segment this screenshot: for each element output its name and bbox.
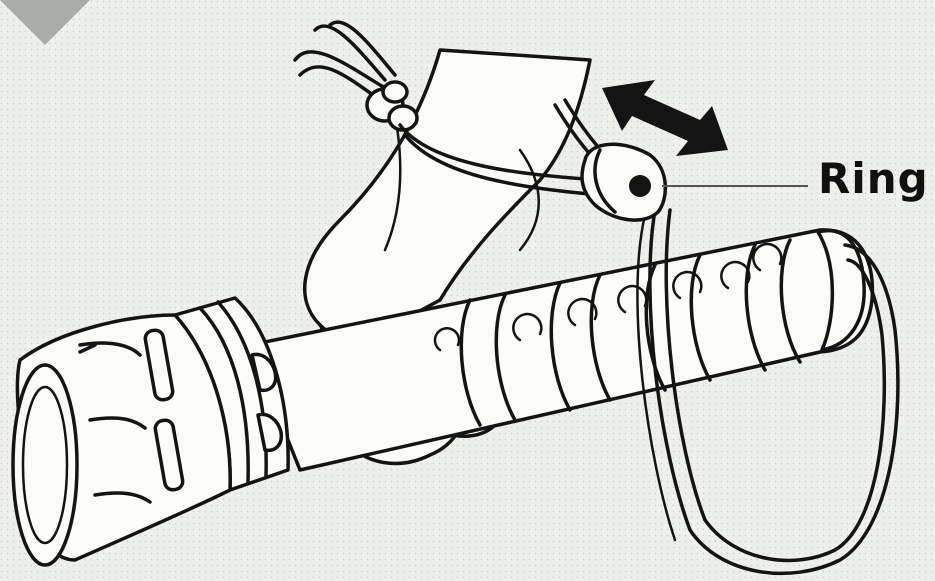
- ring-label: Ring: [818, 158, 929, 200]
